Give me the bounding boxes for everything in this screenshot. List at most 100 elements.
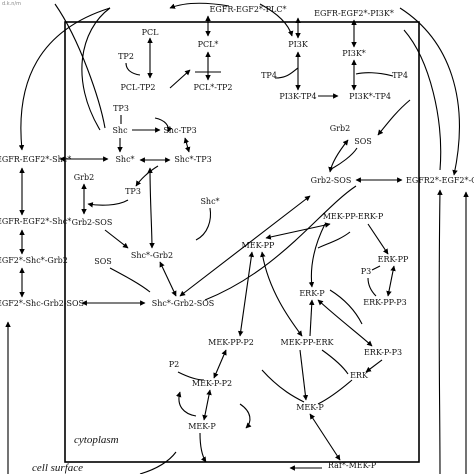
edge-tp4-assoc [274,67,299,79]
edge-mekpp-mekpperk [260,251,303,337]
species-tp4-b: TP4 [392,71,408,80]
edge-mekpperk-erk [321,349,349,375]
edge-mekp-rafmekp [199,432,207,463]
edge-mekpperkp-erkpp [367,223,389,255]
species-shc: Shc [112,126,128,135]
edge-plc-topleft [169,2,230,9]
edge-sos-right-curve [332,147,358,169]
edge-pi3kstartp4-sos [377,99,411,136]
edge-left-loop [18,7,111,151]
species-shc-star-tp3: Shc*-TP3 [174,155,211,164]
species-grb2-sos-right: Grb2-SOS [311,176,352,185]
edge-pcltp2-pclstartp2 [169,69,191,89]
species-tp3-a: TP3 [113,104,129,113]
species-pcl: PCL [142,28,160,37]
edge-tp3b-curve [87,199,129,208]
species-egfr-shc-grb2-sos: EGF2*-Shc-Grb2-SOS [0,299,84,308]
species-sos-right: SOS [354,137,372,146]
species-tp4-a: TP4 [261,71,277,80]
edge-tp2-assoc [125,62,141,76]
edge-mekpperk-mekp [299,349,309,401]
edge-tp4b-assoc [355,72,394,77]
species-tp3-b: TP3 [125,187,141,196]
species-p3: P3 [361,267,371,276]
edge-p3-curve [367,277,377,297]
species-shc-tp3: Shc-TP3 [163,126,196,135]
species-sos-left: SOS [94,257,112,266]
species-egfr-shc-b: EGFR-EGF2*-Shc* [0,217,71,226]
edge-mekp-bottom-left [139,451,177,474]
species-shc-star-mid: Shc* [200,197,219,206]
edge-erkp-curve [329,289,363,325]
species-grb2-sos-left: Grb2-SOS [72,218,113,227]
species-pi3k-tp4: PI3K-TP4 [279,92,316,101]
species-erk-pp-p3: ERK-PP-P3 [363,298,406,307]
species-erk-p: ERK-P [299,289,325,298]
edge-mekpp-mekppp2 [237,251,255,337]
edge-mekppp2-mekpp2 [213,349,227,379]
species-mek-pp-p2: MEK-PP-P2 [208,338,254,347]
species-pi3k: PI3K [288,40,309,49]
edge-shcgrb2sos-long-right [204,185,357,301]
species-erk-pp: ERK-PP [378,255,409,264]
edge-top-left-to-pcl [54,3,106,129]
species-egfr-pi3k: EGFR-EGF2*-PI3K* [314,9,394,18]
species-egfr-shc: EGFR-EGF2*-Shc* [0,155,71,164]
cell-surface-label: cell surface [32,462,83,474]
species-mek-p-p2: MEK-P-P2 [192,379,232,388]
species-shc-grb2: Shc*-Grb2 [131,251,173,260]
edge-pi3k-curve [259,3,294,37]
cytoplasm-compartment [64,21,420,463]
edge-right-vertical-b [437,189,443,474]
edge-erkpp-erkppp3 [386,265,396,297]
species-egfr-plc: EGFR-EGF2*-PLC* [210,5,287,14]
edge-erk-mekp [317,379,353,405]
species-mek-p: MEK-P [188,422,216,431]
species-pi3k-star-tp4: PI3K*-TP4 [349,92,391,101]
cytoplasm-label: cytoplasm [74,434,119,446]
edge-erkpp3-erk [365,359,383,373]
edge-mekpp2-curve-b [239,403,252,429]
species-mek-pp-erk: MEK-PP-ERK [281,338,335,347]
species-grb2-left: Grb2 [74,173,94,182]
edge-erkp-erkpp3 [317,299,373,347]
edge-sos-left-curve [109,267,151,293]
species-pcl-star: PCL* [198,40,219,49]
species-p2: P2 [169,360,179,369]
edge-right-loop-b [403,29,442,171]
species-shc-star: Shc* [115,155,134,164]
edge-mekpmid-curve [261,369,305,403]
edge-right-loop [399,7,460,176]
edge-shcgrb2sos-grb2sos [179,195,311,297]
edge-p2-curve [177,371,205,381]
edge-mekpp-mekpperkp [265,222,331,240]
species-egfr-grb2: EGFR2*-EGF2*-Grb2 [406,176,474,185]
edge-shctp3-shcstartp3 [183,137,191,153]
species-erk: ERK [350,371,369,380]
edge-mekpperk-erkp [308,299,315,337]
edge-shcstar-tp3b [135,165,159,187]
species-raf-mek-p: Raf*-MEK-P [328,461,377,470]
edge-mekpperkp-erkp [308,223,326,288]
species-mek-p-mid: MEK-P [296,403,324,412]
edge-erkpp-p3 [371,265,381,271]
edge-mekpp-curve [317,231,351,249]
species-pcl-star-tp2: PCL*-TP2 [193,83,232,92]
edge-mekpp2-curve [175,391,197,417]
edge-mekpp2-mekp [202,389,212,421]
edge-grb2sos-shcgrb2 [104,229,129,249]
species-grb2-right: Grb2 [330,124,350,133]
species-mek-pp-erk-p: MEK-PP-ERK-P [323,212,384,221]
edge-shctp3-curve [154,117,173,133]
corner-mark: d.k.n/m [2,1,21,7]
species-erk-p-p3: ERK-P-P3 [364,348,402,357]
species-egfr-shc-grb2: EGF2*-Shc*-Grb2 [0,256,68,265]
edge-mekpmid-rafmekp [309,413,341,461]
species-shc-grb2-sos: Shc*-Grb2-SOS [152,299,214,308]
species-pi3k-star: PI3K* [342,49,366,58]
edge-shcstar-shcgrb2 [147,167,155,249]
edge-shcgrb2-shcgrb2sos [159,261,177,297]
edge-grb2-sos-right [328,139,349,173]
